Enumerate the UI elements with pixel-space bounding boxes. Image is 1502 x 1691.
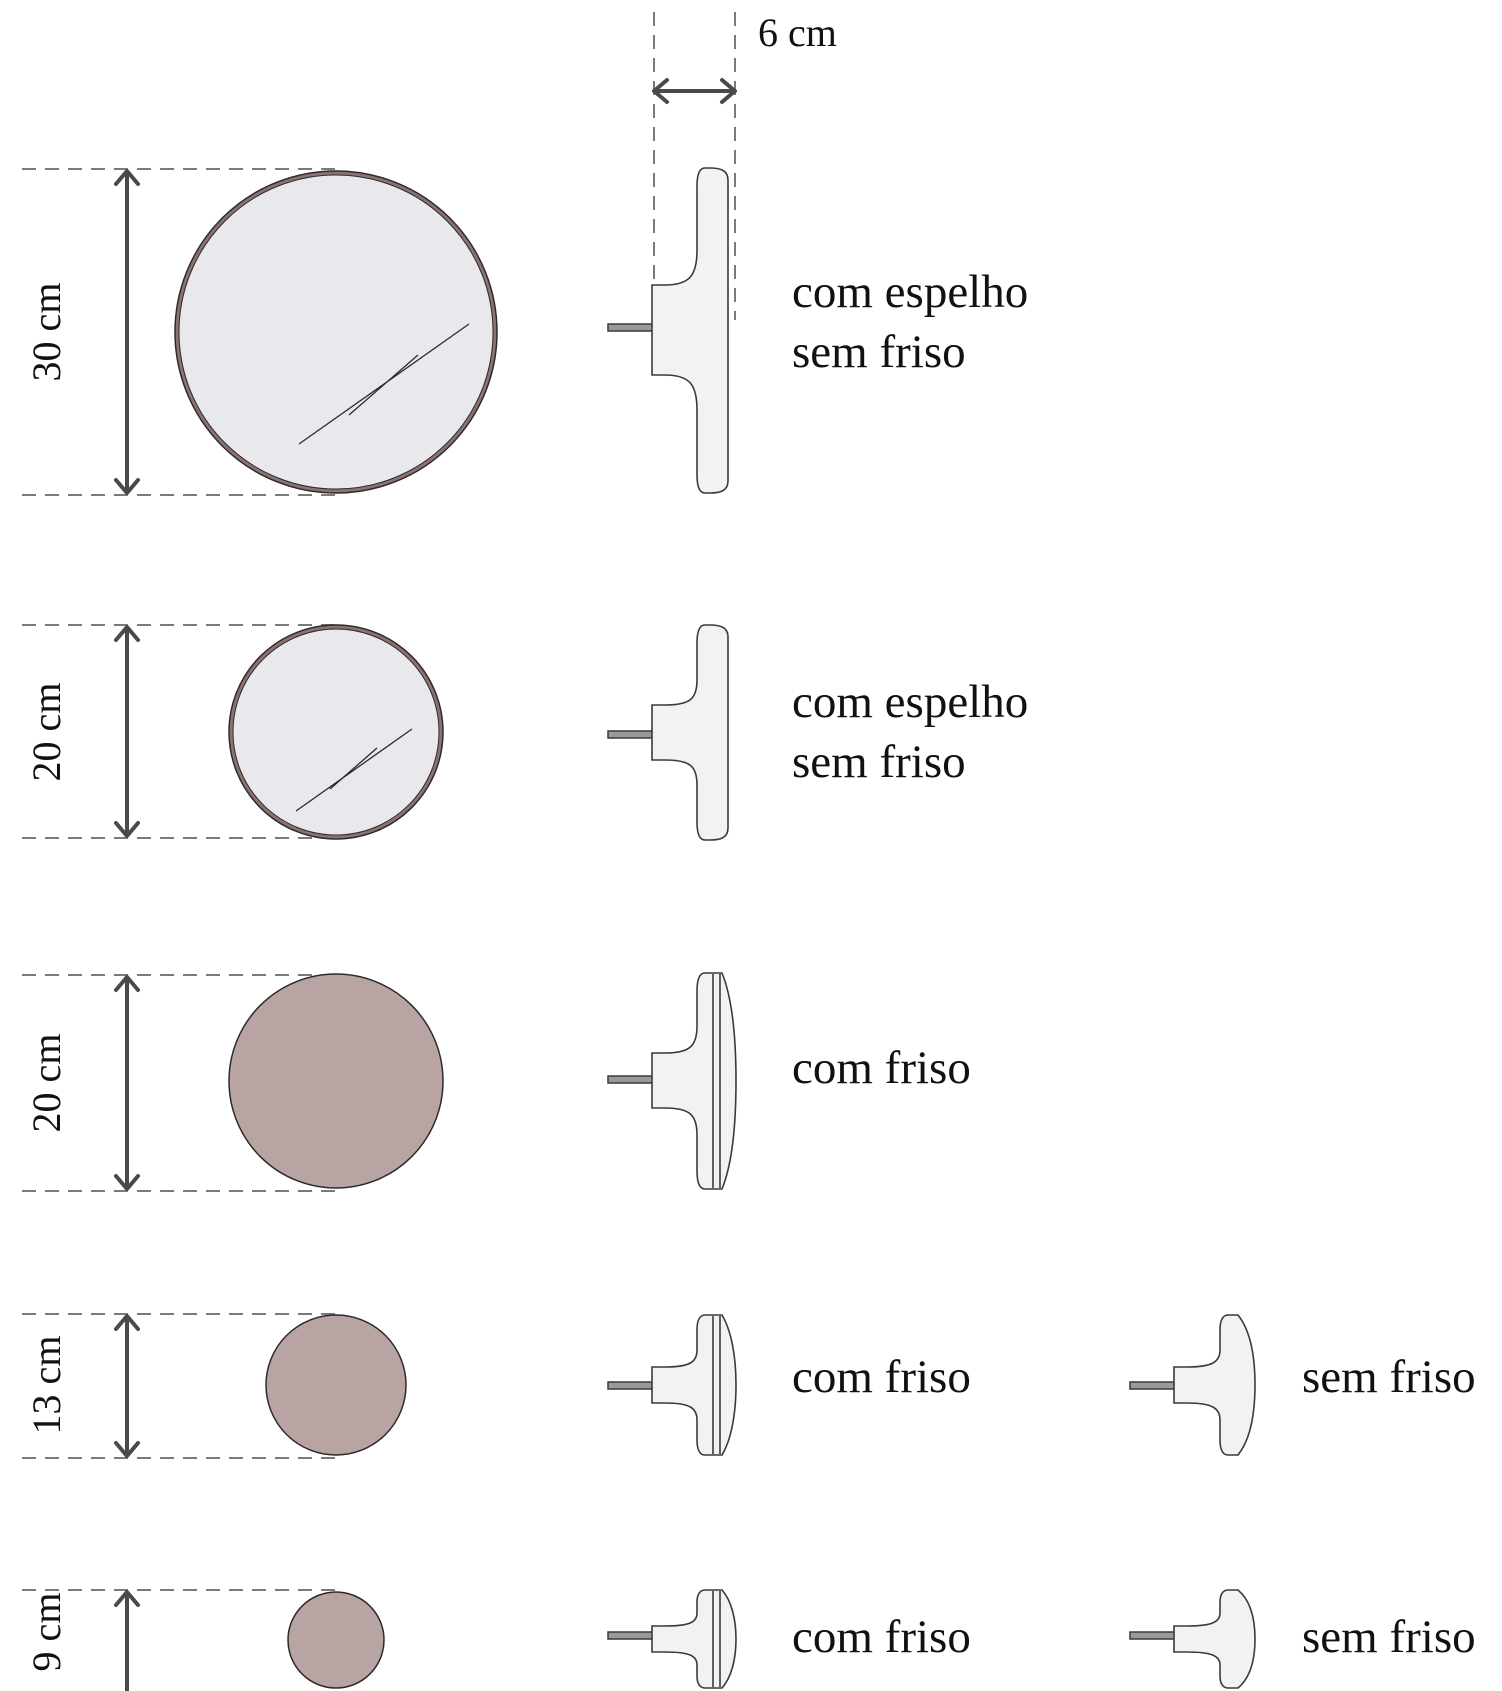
mirror-reflection-line	[295, 728, 413, 812]
variant-label: com friso	[792, 1351, 971, 1403]
variant-label-line-1: com espelho	[792, 676, 1028, 728]
arrow-down-head	[114, 478, 140, 495]
height-label: 30 cm	[24, 283, 69, 382]
arrow-up-head	[114, 169, 140, 186]
height-label: 20 cm	[24, 1034, 69, 1133]
profile-body	[651, 624, 729, 841]
side-profile-grooved	[607, 1589, 737, 1689]
variant-label: com friso	[792, 1042, 971, 1094]
profile-body	[1173, 1589, 1256, 1689]
mirror-face	[174, 170, 498, 494]
solid-face	[287, 1591, 385, 1689]
profile-body	[651, 972, 737, 1190]
arrow-down-head	[114, 1174, 140, 1191]
arrow-down-head	[114, 1441, 140, 1458]
row-1: 30 cm com espelho sem friso	[22, 167, 1028, 496]
alt-variant-label: sem friso	[1302, 1351, 1476, 1403]
arrow-up-head	[114, 975, 140, 992]
depth-arrow-right-head	[720, 78, 737, 104]
solid-face	[265, 1314, 407, 1456]
mirror-glass	[178, 174, 494, 490]
mirror-reflection-line	[348, 354, 419, 416]
profile-body	[651, 1589, 737, 1689]
height-label: 9 cm	[24, 1593, 69, 1672]
side-profile-grooved	[607, 1314, 737, 1456]
row-3: 20 cm com friso	[22, 972, 971, 1192]
side-profile-plain	[1129, 1314, 1256, 1456]
arrow-up-head	[114, 625, 140, 642]
arrow-up-head	[114, 1590, 140, 1607]
mirror-reflection-line	[329, 747, 378, 790]
mirror-face	[228, 624, 444, 840]
row-2: 20 cm com espelho sem friso	[22, 624, 1028, 841]
height-dimension: 30 cm	[22, 168, 335, 496]
arrow-up-head	[114, 1314, 140, 1331]
variant-label: com friso	[792, 1611, 971, 1663]
arrow-down-head	[114, 821, 140, 838]
depth-label: 6 cm	[758, 10, 837, 55]
side-profile	[607, 624, 729, 841]
profile-body	[651, 167, 729, 494]
alt-variant-label: sem friso	[1302, 1611, 1476, 1663]
height-dimension: 13 cm	[22, 1313, 335, 1459]
variant-label-line-1: com espelho	[792, 266, 1028, 318]
height-dimension: 20 cm	[22, 974, 335, 1192]
profile-body	[651, 1314, 737, 1456]
variant-label-line-2: sem friso	[792, 736, 966, 788]
side-profile-plain	[1129, 1589, 1256, 1689]
depth-dimension: 6 cm	[652, 10, 837, 320]
row-4: 13 cm com friso sem friso	[22, 1313, 1476, 1459]
mirror-glass	[232, 628, 440, 836]
side-profile	[607, 167, 729, 494]
height-label: 13 cm	[24, 1336, 69, 1435]
height-dimension: 20 cm	[22, 624, 335, 839]
depth-arrow-left-head	[652, 78, 669, 104]
side-profile-grooved	[607, 972, 737, 1190]
height-dimension: 9 cm	[22, 1589, 335, 1691]
solid-face	[228, 973, 444, 1189]
row-5: 9 cm com friso sem friso	[22, 1589, 1476, 1691]
profile-body	[1173, 1314, 1256, 1456]
height-label: 20 cm	[24, 683, 69, 782]
variant-label-line-2: sem friso	[792, 326, 966, 378]
